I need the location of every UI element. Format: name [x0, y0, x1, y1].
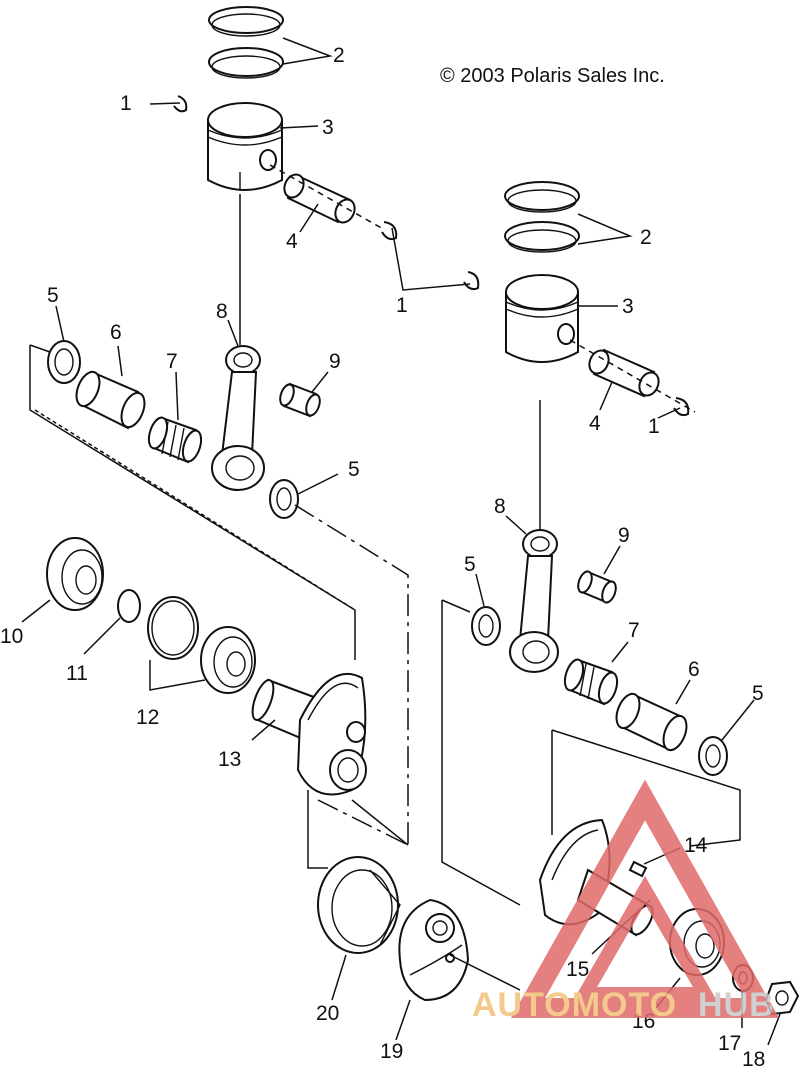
- wrist-pin-right: [588, 348, 660, 398]
- callout-2: 2: [640, 226, 652, 249]
- circlip-left-upper: [173, 95, 188, 113]
- callout-19: 19: [380, 1040, 403, 1063]
- watermark-text-automoto: AUTOMOTO: [472, 986, 677, 1024]
- needle-bearing-left-big: [147, 416, 203, 464]
- callout-6: 6: [688, 658, 700, 681]
- bracket-right-inner: [441, 600, 521, 906]
- dash-line-left-end: [351, 799, 409, 846]
- callout-5: 5: [348, 458, 360, 481]
- thrust-washer-right-inner: [471, 606, 501, 646]
- bracket-left-outer: [29, 345, 356, 660]
- watermark-triangle-outer: [510, 779, 780, 1018]
- callout-14: 14: [684, 834, 708, 857]
- callout-5: 5: [464, 553, 476, 576]
- dash-line-left: [294, 504, 409, 845]
- watermark-triangle-inner: [572, 875, 718, 1001]
- callout-1: 1: [396, 294, 408, 317]
- callout-leaders: [21, 37, 781, 1046]
- piston-left: [207, 102, 283, 191]
- crankshaft-left-half: [251, 672, 367, 796]
- callout-1: 1: [648, 415, 660, 438]
- bracket-right-outer: [551, 729, 741, 847]
- callout-1: 1: [120, 92, 132, 115]
- callout-4: 4: [589, 412, 601, 435]
- needle-bearing-left-small: [279, 382, 321, 418]
- wrist-pin-left: [283, 173, 356, 224]
- thrust-washer-left-outer: [47, 340, 81, 384]
- main-bearing-inner: [200, 626, 256, 694]
- callout-7: 7: [166, 350, 178, 373]
- pin-axis-left: [269, 164, 386, 231]
- main-bearing-outer: [46, 537, 104, 611]
- thrust-washer-left-inner: [269, 479, 299, 519]
- callout-20: 20: [316, 1002, 339, 1025]
- crank-pin-right: [615, 692, 688, 752]
- callout-8: 8: [494, 495, 506, 518]
- bracket-right-top: [441, 599, 471, 613]
- piston-right: [505, 274, 579, 363]
- callout-15: 15: [566, 958, 589, 981]
- shim-washer: [117, 589, 141, 623]
- callout-6: 6: [110, 321, 122, 344]
- callout-3: 3: [322, 116, 334, 139]
- callout-11: 11: [66, 662, 88, 685]
- piston-rings-right: [504, 181, 580, 253]
- callout-9: 9: [329, 350, 341, 373]
- callout-10: 10: [0, 625, 23, 648]
- bracket-left-top: [29, 344, 51, 353]
- callout-12: 12: [136, 706, 159, 729]
- dash-line-center: [317, 799, 409, 846]
- crank-wheel-20: [317, 856, 401, 954]
- callout-13: 13: [218, 748, 241, 771]
- watermark-text-hub: HUB: [698, 986, 775, 1024]
- circlip-right-upper: [463, 271, 480, 291]
- callout-18: 18: [742, 1048, 765, 1069]
- callout-17: 17: [718, 1032, 741, 1055]
- callout-3: 3: [622, 295, 634, 318]
- watermark-logo: AUTOMOTO HUB: [472, 779, 780, 1024]
- crank-pin-left: [75, 370, 146, 430]
- woodruff-key: [628, 860, 648, 878]
- callout-5: 5: [47, 284, 59, 307]
- callout-4: 4: [286, 230, 298, 253]
- thrust-washer-right-outer: [698, 736, 728, 776]
- piston-rings-left: [208, 6, 284, 79]
- needle-bearing-right-big: [563, 658, 619, 706]
- crank-wheel-19: [398, 898, 470, 1002]
- snap-ring: [147, 596, 199, 660]
- connecting-rod-right: [509, 529, 559, 673]
- callout-7: 7: [628, 619, 640, 642]
- callout-5: 5: [752, 682, 764, 705]
- callout-9: 9: [618, 524, 630, 547]
- bracket-center-left: [307, 790, 328, 869]
- bracket-bottom: [449, 954, 521, 991]
- pin-axis-right: [569, 339, 696, 413]
- copyright-text: © 2003 Polaris Sales Inc.: [440, 65, 665, 87]
- connecting-rod-left: [211, 345, 265, 491]
- callout-2: 2: [333, 44, 345, 67]
- callout-8: 8: [216, 300, 228, 323]
- needle-bearing-right-small: [577, 570, 617, 604]
